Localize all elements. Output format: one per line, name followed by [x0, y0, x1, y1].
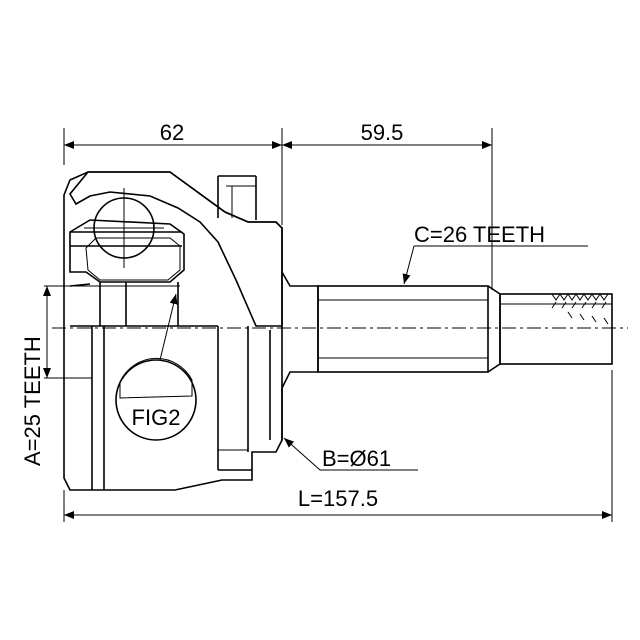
dimension-top-right: 59.5: [282, 120, 493, 290]
dimension-62-label: 62: [160, 120, 184, 145]
dimension-length-label: L=157.5: [298, 486, 378, 511]
diameter-b-label: B=Ø61: [322, 446, 391, 471]
outer-housing: [63, 171, 283, 491]
dimension-length: L=157.5: [63, 370, 613, 522]
inner-race: [69, 219, 185, 326]
thread-marks: [551, 293, 609, 325]
ball: [84, 188, 164, 268]
shaft: [281, 271, 613, 440]
dimension-spline-a: A=25 TEETH: [20, 285, 180, 466]
dimension-59-5-label: 59.5: [361, 120, 404, 145]
spline-a-label: A=25 TEETH: [20, 336, 45, 466]
leader-diameter-b: B=Ø61: [283, 437, 418, 471]
spline-c-label: C=26 TEETH: [414, 222, 545, 247]
fig2-label: FIG2: [132, 405, 181, 430]
leader-spline-c: C=26 TEETH: [402, 222, 588, 285]
fig2-detail: FIG2: [115, 293, 197, 441]
